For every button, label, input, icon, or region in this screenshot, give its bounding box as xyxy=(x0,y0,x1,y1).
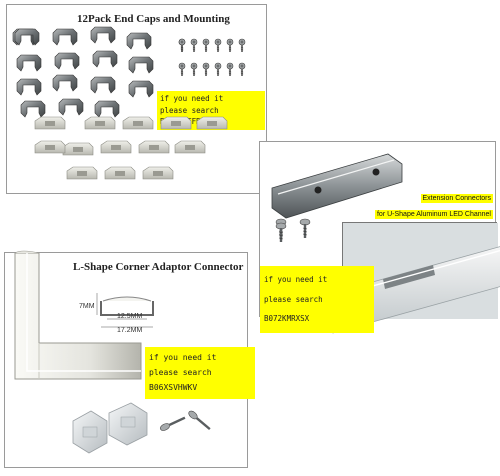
extension-connectors-panel: Extension Connectors for U-Shape Aluminu… xyxy=(259,141,500,334)
profile-inner-width-label: 12.5MM xyxy=(117,313,143,320)
end-caps-panel: 12Pack End Caps and Mounting if you need… xyxy=(6,4,267,194)
corner-adaptor-title: L-Shape Corner Adaptor Connector xyxy=(73,261,244,273)
extension-callout-line2: please search B072KMRXSX xyxy=(264,294,323,324)
end-caps-callout-line1: if you need it xyxy=(160,94,224,103)
corner-callout-line1: if you need it xyxy=(149,353,217,362)
profile-diagram: 7MM 12.5MM 17.2MM xyxy=(79,289,167,337)
profile-outer-width-label: 17.2MM xyxy=(117,327,143,334)
end-caps-illustration xyxy=(34,116,228,180)
screws-illustration xyxy=(178,38,246,77)
extension-label-line1: Extension Connectors xyxy=(420,194,493,203)
profile-height-label: 7MM xyxy=(79,303,95,310)
corner-callout: if you need it please search B06XSVHWKV xyxy=(145,347,255,399)
corner-callout-line2: please search B06XSVHWKV xyxy=(149,368,212,393)
extension-screws-illustration xyxy=(274,217,312,244)
extension-callout: if you need it please search B072KMRXSX xyxy=(260,266,374,333)
mounting-clips-illustration xyxy=(12,26,154,118)
l-corner-connector-illustration xyxy=(14,250,142,380)
end-caps-title: 12Pack End Caps and Mounting xyxy=(77,13,230,25)
corner-clips-and-screws-illustration xyxy=(72,402,211,454)
extension-callout-line1: if you need it xyxy=(264,275,328,284)
corner-adaptor-panel: L-Shape Corner Adaptor Connector 7MM 12.… xyxy=(4,250,255,468)
extension-connector-illustration xyxy=(271,153,403,219)
u-profile-illustration xyxy=(96,293,154,328)
extension-label-line2: for U-Shape Aluminum LED Channel xyxy=(374,210,493,219)
